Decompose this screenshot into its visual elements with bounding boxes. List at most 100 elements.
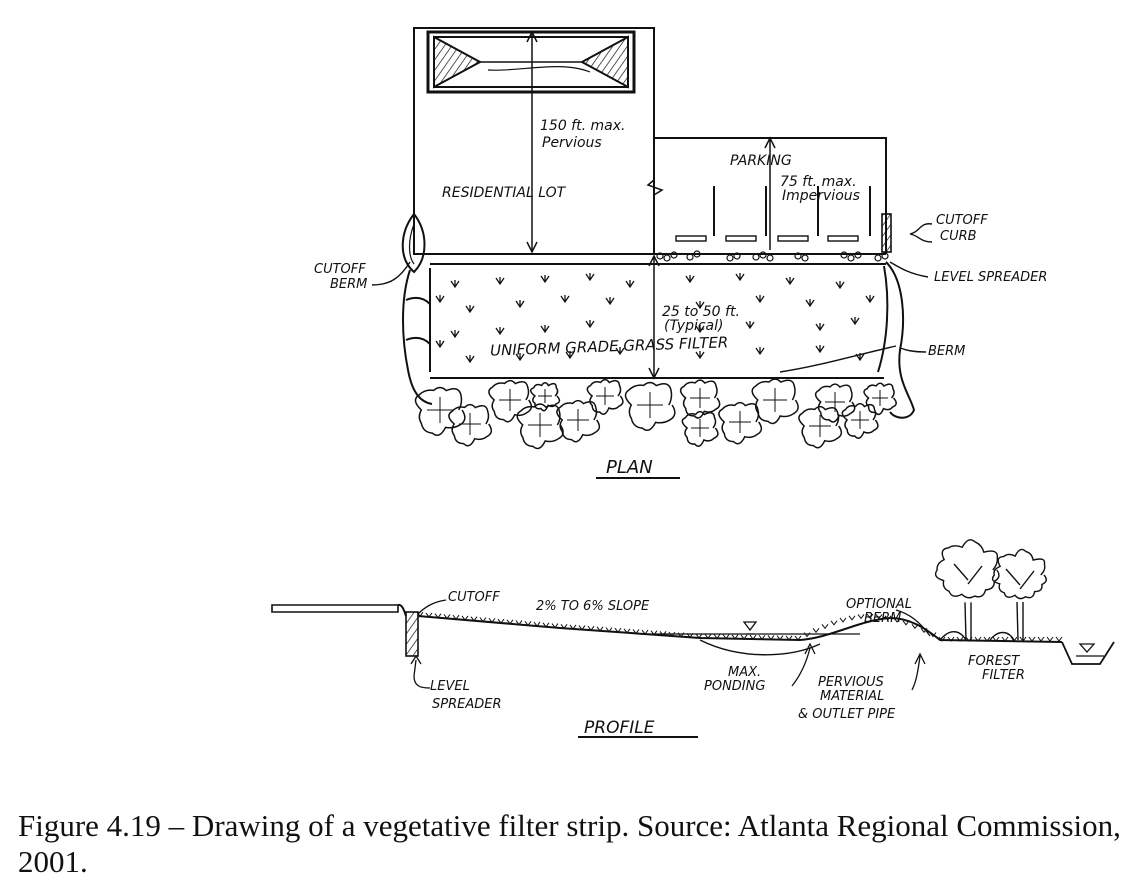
tree-canopy [841, 402, 879, 439]
tree-branches [851, 411, 869, 429]
grass-tufts [435, 273, 875, 364]
grass-blade [1010, 636, 1018, 642]
level-spreader-stones [656, 250, 889, 262]
level-spreader-label-1: LEVEL [430, 679, 470, 694]
tree-branches [499, 389, 521, 411]
impervious-label-1: 75 ft. max. [780, 174, 857, 190]
grass-blade [479, 617, 487, 623]
grass-blade [938, 636, 946, 642]
slope-label: 2% TO 6% SLOPE [536, 599, 650, 614]
tree-canopy [751, 378, 799, 425]
grass-blade [560, 623, 568, 630]
grass-tuft [695, 351, 705, 360]
grass-blade [524, 620, 532, 627]
grass-tuft [865, 295, 875, 304]
grass-tuft [735, 273, 745, 282]
grass-tuft [745, 321, 755, 330]
grass-blade [884, 615, 892, 621]
tree-canopy [679, 379, 721, 419]
grass-blade [875, 614, 883, 620]
grass-tuft [805, 299, 815, 308]
grass-blade [695, 633, 703, 639]
parking-label: PARKING [730, 153, 792, 169]
tree-branches [596, 387, 614, 405]
grass-tuft [695, 325, 705, 334]
grass-blade [812, 627, 820, 634]
forest-filter-label-2: FILTER [982, 668, 1025, 683]
grass-blade [722, 634, 730, 640]
tree-canopy [529, 382, 561, 412]
grass-blade [857, 614, 865, 620]
tree-canopy [414, 386, 466, 436]
grass-blade [452, 614, 460, 621]
cutoff-curb-label-2: CURB [940, 229, 977, 244]
grass-filter-label: UNIFORM GRADE GRASS FILTER [490, 333, 729, 359]
tree-canopy [991, 548, 1047, 600]
grass-blade [767, 635, 775, 641]
grass-tuft [495, 327, 505, 336]
tree-branches [825, 392, 845, 412]
tree-branches [729, 411, 751, 433]
grass-tuft [815, 345, 825, 354]
pervious-material-label-2: MATERIAL [820, 689, 884, 704]
grass-tuft [560, 295, 570, 304]
grass-blade [830, 620, 838, 626]
shrubs [939, 631, 1015, 641]
grass-tuft [540, 275, 550, 284]
tree-canopy [488, 379, 533, 423]
grass-tuft [615, 347, 625, 356]
grass-blade [758, 634, 766, 641]
level-spreader-trench [405, 611, 419, 657]
grass-blade [1019, 636, 1027, 642]
cutoff-berm-label-2: BERM [330, 277, 367, 292]
grass-tuft [515, 300, 525, 309]
house-icon [426, 30, 636, 94]
cutoff-curb [881, 213, 892, 253]
tree-branches [538, 389, 552, 403]
tree-branches [637, 392, 663, 418]
grass-tuft [435, 295, 445, 304]
pervious-label-2: Pervious [542, 135, 602, 151]
forest-trees [934, 539, 1047, 641]
plan-view [401, 27, 933, 450]
cutoff-berm-label-1: CUTOFF [314, 262, 366, 277]
level-spreader-label: LEVEL SPREADER [934, 270, 1047, 285]
grass-blade [533, 621, 541, 627]
grass-tuft [585, 320, 595, 329]
filter-width-label-1: 25 to 50 ft. [662, 304, 740, 320]
grass-blade [443, 614, 451, 620]
cutoff-curb-label-1: CUTOFF [936, 213, 988, 228]
grass-blade [677, 632, 685, 638]
grass-blade [848, 615, 856, 621]
figure-caption: Figure 4.19 – Drawing of a vegetative fi… [18, 808, 1121, 879]
tree-trunk [1005, 568, 1035, 641]
grass-blade [947, 636, 955, 642]
grass-tuft [515, 353, 525, 362]
max-ponding-label-2: PONDING [704, 679, 765, 694]
grass-blade [776, 635, 784, 641]
tree-canopy [448, 403, 493, 447]
tree-branches [528, 413, 552, 437]
tree-branches [872, 390, 888, 406]
grass-blade [866, 613, 874, 619]
grass-blade [983, 636, 991, 642]
grass-blade [434, 613, 442, 619]
grass-blade [614, 627, 622, 633]
grass-blade [1028, 636, 1036, 642]
profile-labels: CUTOFF 2% TO 6% SLOPE OPTIONAL BERM LEVE… [430, 590, 1025, 738]
grass-blade [920, 627, 928, 634]
forest-filter-label-1: FOREST [968, 654, 1020, 669]
grass-blade [587, 625, 595, 632]
profile-view [271, 539, 1115, 738]
right-berm [779, 261, 916, 419]
grass-blade [542, 622, 550, 628]
grass-tuft [465, 355, 475, 364]
tree-branches [690, 388, 710, 408]
filter-width-label-2: (Typical) [664, 318, 724, 334]
grass-tuft [450, 280, 460, 289]
grass-blade [596, 626, 604, 632]
profile-grass [416, 611, 1063, 642]
plan-trees [414, 378, 897, 450]
grass-blade [1046, 636, 1054, 642]
